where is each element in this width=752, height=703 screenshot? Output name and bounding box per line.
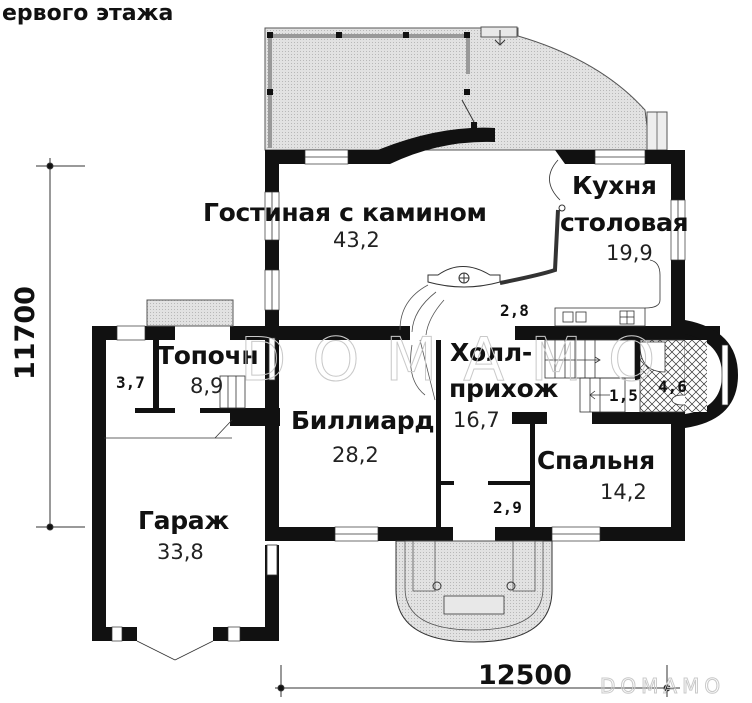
room-area-garage: 33,8 (157, 540, 204, 564)
plan-title: ервого этажа (2, 1, 174, 26)
terrace (264, 26, 668, 151)
garage-gate (136, 544, 278, 661)
bathroom (635, 339, 707, 413)
watermark-corner: DOMAMO (599, 674, 726, 698)
room-area-kitchen: 19,9 (606, 241, 653, 265)
room-name-bedroom: Спальня (537, 446, 655, 475)
area-storage-left: 3,7 (116, 373, 145, 392)
entry-porch (395, 540, 553, 643)
room-area-boiler: 8,9 (190, 374, 224, 398)
dimension-vertical (36, 158, 85, 531)
room-area-living: 43,2 (333, 228, 380, 252)
room-area-billiard: 28,2 (332, 443, 379, 467)
spiral-stair (399, 284, 445, 401)
room-name-kitchen-line2: столовая (560, 208, 689, 237)
room-name-living: Гостиная с камином (203, 198, 487, 227)
dimension-height-label: 11700 (10, 286, 41, 380)
room-name-hall-line2: прихож (449, 374, 559, 403)
room-name-billiard: Биллиард (291, 406, 435, 435)
room-area-hall: 16,7 (453, 408, 500, 432)
staircase (544, 339, 636, 413)
watermark-center: DOMAMO (239, 325, 682, 395)
room-name-boiler: Топочн (157, 341, 259, 370)
area-hall-closet: 1,5 (609, 386, 638, 405)
dimension-width-label: 12500 (478, 660, 572, 691)
boiler-porch (146, 299, 234, 327)
area-vestibule: 2,9 (493, 498, 522, 517)
curved-partition (499, 159, 566, 285)
dimension-horizontal (275, 665, 680, 697)
room-name-kitchen-line1: Кухня (572, 171, 657, 200)
fireplace (427, 266, 501, 288)
boiler-stairs (104, 337, 276, 439)
kitchen-counter (554, 259, 661, 327)
room-name-hall-line1: Холл- (450, 338, 532, 367)
area-pantry: 2,8 (500, 301, 529, 320)
room-name-garage: Гараж (138, 506, 229, 535)
area-bathroom: 4,6 (658, 377, 687, 396)
room-area-bedroom: 14,2 (600, 480, 647, 504)
